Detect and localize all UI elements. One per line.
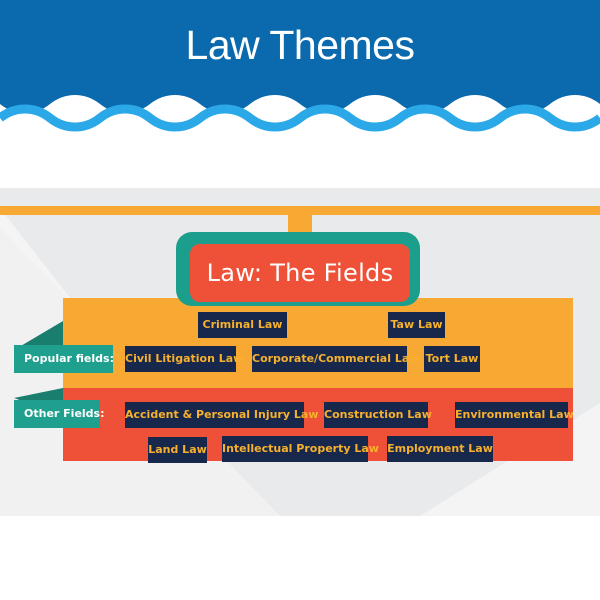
header-banner: Law Themes — [0, 0, 600, 150]
field-intellectual-property-law: Intellectual Property Law — [222, 436, 379, 462]
page-title: Law Themes — [185, 22, 415, 68]
field-civil-litigation-law: Civil Litigation Law — [125, 346, 243, 372]
field-criminal-law: Criminal Law — [198, 312, 287, 338]
field-employment-law: Employment Law — [387, 436, 493, 462]
field-construction-law: Construction Law — [324, 402, 432, 428]
field-environmental-law: Environmental Law — [455, 402, 574, 428]
field-tort-law: Tort Law — [424, 346, 480, 372]
popular-fields-tab: Popular fields: — [14, 345, 114, 373]
field-land-law: Land Law — [148, 437, 207, 463]
field-corporate-commercial-law: Corporate/Commercial Law — [252, 346, 419, 372]
diagram-title: Law: The Fields — [206, 259, 394, 287]
other-fields-tab: Other Fields: — [14, 400, 105, 428]
wave-decoration — [0, 0, 600, 132]
field-taw-law: Taw Law — [388, 312, 445, 338]
field-accident-personal-injury-law: Accident & Personal Injury Law — [125, 402, 318, 428]
